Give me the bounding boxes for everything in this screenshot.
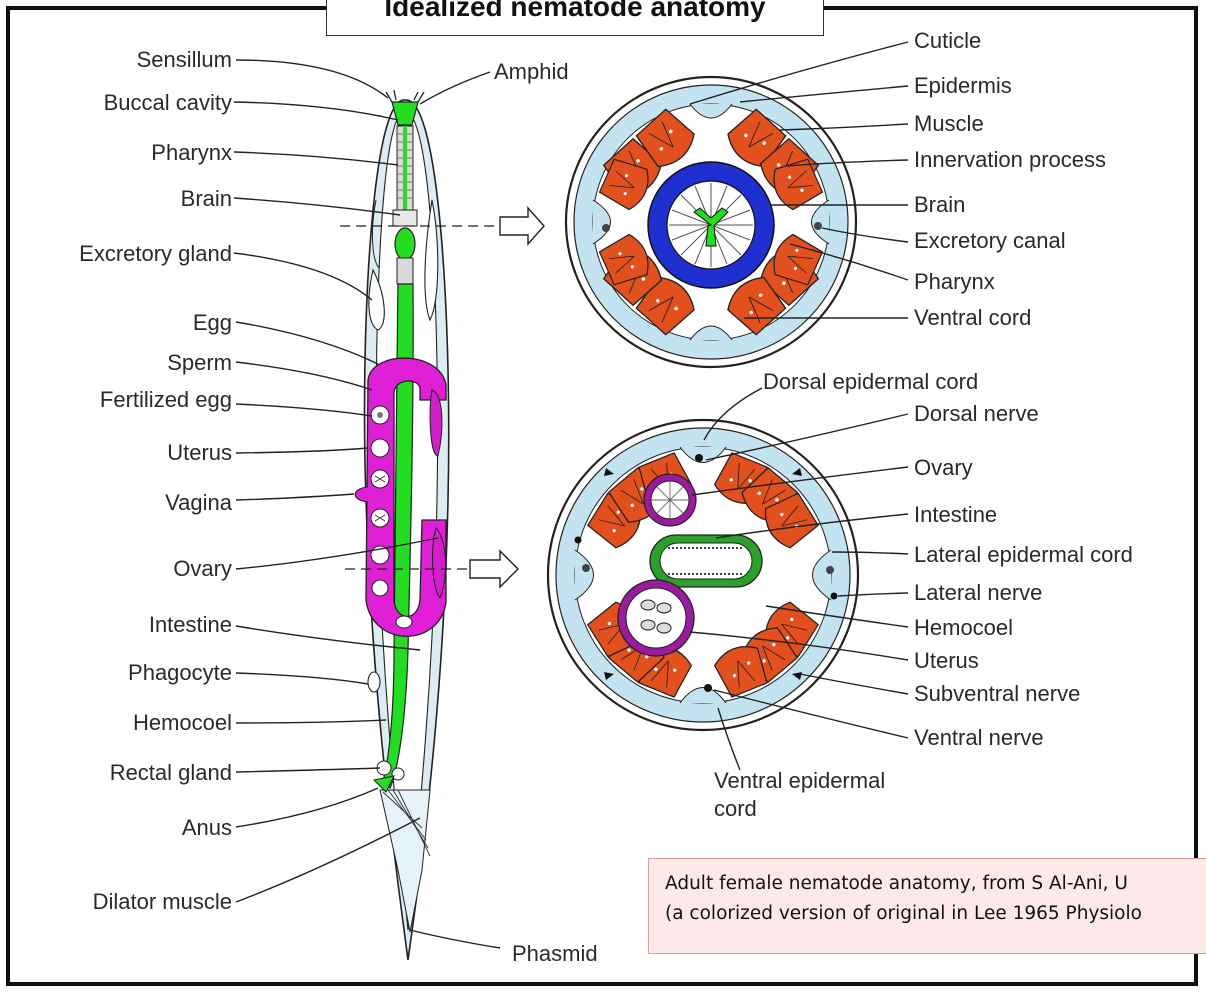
label-epidermis: Epidermis xyxy=(914,73,1012,98)
label-amphid: Amphid xyxy=(494,59,569,84)
label-vagina: Vagina xyxy=(165,490,233,515)
label-anus: Anus xyxy=(182,815,232,840)
label-section-pharynx: Pharynx xyxy=(914,269,995,294)
label-ventral-nerve: Ventral nerve xyxy=(914,725,1044,750)
label-ovary: Ovary xyxy=(173,556,232,581)
label-excretory-canal: Excretory canal xyxy=(914,228,1066,253)
label-rectal-gland: Rectal gland xyxy=(110,760,232,785)
label-ventral-epidermal-cord-line1: Ventral epidermal xyxy=(714,768,885,793)
label-innervation-process: Innervation process xyxy=(914,147,1106,172)
label-pharynx: Pharynx xyxy=(151,140,232,165)
label-section-brain: Brain xyxy=(914,192,965,217)
caption-line-2: (a colorized version of original in Lee … xyxy=(665,899,1206,929)
label-fertilized-egg: Fertilized egg xyxy=(100,387,232,412)
section-pharynx-level xyxy=(566,77,856,367)
label-subventral-nerve: Subventral nerve xyxy=(914,681,1080,706)
label-sensillum: Sensillum xyxy=(137,47,232,72)
figure-title: Idealized nematode anatomy xyxy=(327,0,823,23)
label-dorsal-epidermal-cord: Dorsal epidermal cord xyxy=(763,369,978,394)
caption-line-1: Adult female nematode anatomy, from S Al… xyxy=(665,869,1206,899)
label-brain: Brain xyxy=(181,186,232,211)
label-section-uterus: Uterus xyxy=(914,648,979,673)
label-lateral-epidermal-cord: Lateral epidermal cord xyxy=(914,542,1133,567)
label-dilator-muscle: Dilator muscle xyxy=(93,889,232,914)
label-lateral-nerve: Lateral nerve xyxy=(914,580,1042,605)
label-excretory-gland: Excretory gland xyxy=(79,241,232,266)
label-hemocoel: Hemocoel xyxy=(133,710,232,735)
title-box: Idealized nematode anatomy xyxy=(326,0,824,36)
label-cuticle: Cuticle xyxy=(914,28,981,53)
label-section-intestine: Intestine xyxy=(914,502,997,527)
label-section-ovary: Ovary xyxy=(914,455,973,480)
label-intestine: Intestine xyxy=(149,612,232,637)
label-ventral-cord: Ventral cord xyxy=(914,305,1031,330)
label-ventral-epidermal-cord-line2: cord xyxy=(714,796,757,821)
caption-box: Adult female nematode anatomy, from S Al… xyxy=(648,858,1206,954)
label-phagocyte: Phagocyte xyxy=(128,660,232,685)
worm-body xyxy=(340,90,544,960)
label-sperm: Sperm xyxy=(167,350,232,375)
label-buccal-cavity: Buccal cavity xyxy=(104,90,232,115)
label-dorsal-nerve: Dorsal nerve xyxy=(914,401,1039,426)
label-egg: Egg xyxy=(193,310,232,335)
label-section-hemocoel: Hemocoel xyxy=(914,615,1013,640)
label-muscle: Muscle xyxy=(914,111,984,136)
section-midbody-level xyxy=(548,420,858,730)
label-phasmid: Phasmid xyxy=(512,941,598,966)
label-uterus: Uterus xyxy=(167,440,232,465)
